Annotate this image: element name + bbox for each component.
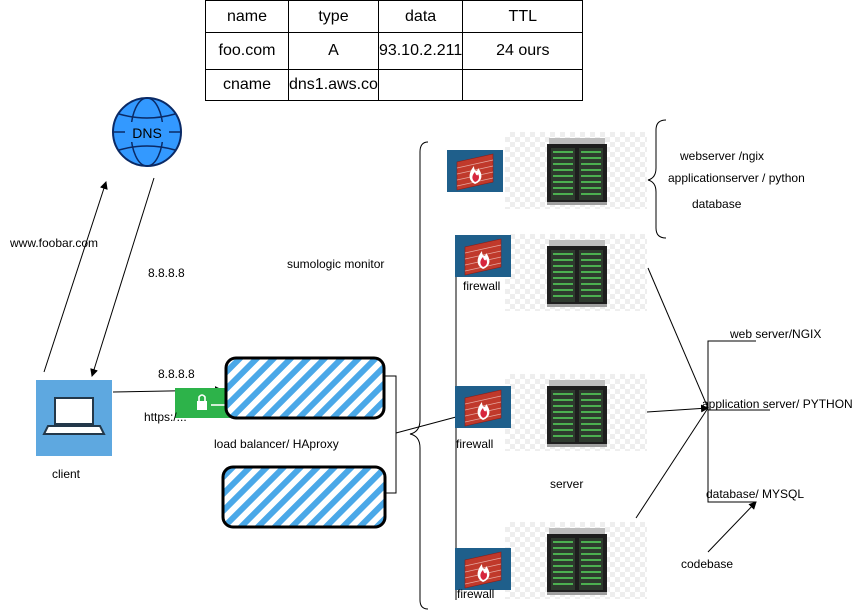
server-rack-icon	[547, 240, 607, 307]
appserver-label: applicationserver / python	[668, 171, 805, 185]
dns-cell: 24 ours	[462, 32, 584, 70]
firewall-label: firewall	[457, 587, 495, 601]
lb-bracket	[384, 375, 397, 494]
dns-header-type: type	[288, 0, 379, 33]
codebase-arrow	[707, 501, 757, 553]
server-label: server	[550, 477, 584, 491]
firewall-icon	[454, 547, 512, 591]
load-balancer-primary	[224, 356, 386, 420]
lb-to-servers-line	[395, 416, 457, 434]
web-server-nginx-label: web server/NGIX	[730, 327, 822, 341]
firewall-label: firewall	[463, 279, 501, 293]
app-server-python-label: application server/ PYTHON	[702, 397, 853, 411]
server-rack-icon	[547, 138, 607, 205]
stack-brace	[647, 119, 667, 239]
client-to-dns-arrow	[43, 181, 108, 373]
sumologic-monitor-label: sumologic monitor	[287, 257, 385, 271]
load-balancer-secondary	[221, 465, 387, 529]
servers-brace	[409, 141, 429, 610]
dns-cell: foo.com	[205, 32, 289, 70]
firewall-label: firewall	[456, 437, 494, 451]
domain-label: www.foobar.com	[10, 236, 99, 250]
dns-cell: 93.10.2.211	[377, 32, 464, 70]
client-label: client	[52, 467, 81, 481]
dns-table-header-row: name type data TTL	[205, 0, 584, 33]
dns-resolver-ip-label: 8.8.8.8	[148, 266, 185, 280]
server-rack-icon	[547, 528, 607, 595]
database-label: database	[692, 197, 742, 211]
codebase-label: codebase	[681, 557, 734, 571]
webserver-label: webserver /ngix	[680, 149, 765, 163]
dns-icon-label: DNS	[132, 125, 162, 141]
dns-header-name: name	[205, 0, 289, 33]
server-rack-icon	[547, 380, 607, 447]
firewall-icon	[454, 385, 512, 429]
dns-cell	[377, 69, 464, 101]
dns-to-client-arrow	[90, 177, 155, 377]
dns-cell: cname	[205, 69, 289, 101]
dns-header-ttl: TTL	[462, 0, 584, 33]
firewall-icon	[454, 234, 512, 278]
firewall-icon	[446, 149, 504, 193]
database-mysql-label: database/ MYSQL	[706, 487, 805, 501]
software-stack-bracket	[707, 340, 756, 503]
server2-to-stack-line	[647, 267, 709, 409]
dns-records-table: name type data TTL foo.com A 93.10.2.211…	[205, 0, 584, 101]
dns-cell	[462, 69, 584, 101]
server-ip-label: 8.8.8.8	[158, 367, 195, 381]
dns-table-row: cname dns1.aws.co	[205, 69, 584, 101]
dns-table-row: foo.com A 93.10.2.211 24 ours	[205, 32, 584, 70]
server3-to-stack-arrow	[646, 404, 709, 413]
dns-cell: dns1.aws.co	[288, 69, 379, 101]
load-balancer-label: load balancer/ HAproxy	[214, 437, 339, 451]
laptop-icon	[36, 380, 112, 456]
server4-to-stack-line	[635, 407, 709, 519]
dns-globe-icon: DNS	[112, 97, 182, 167]
https-label: https:/...	[144, 410, 187, 424]
